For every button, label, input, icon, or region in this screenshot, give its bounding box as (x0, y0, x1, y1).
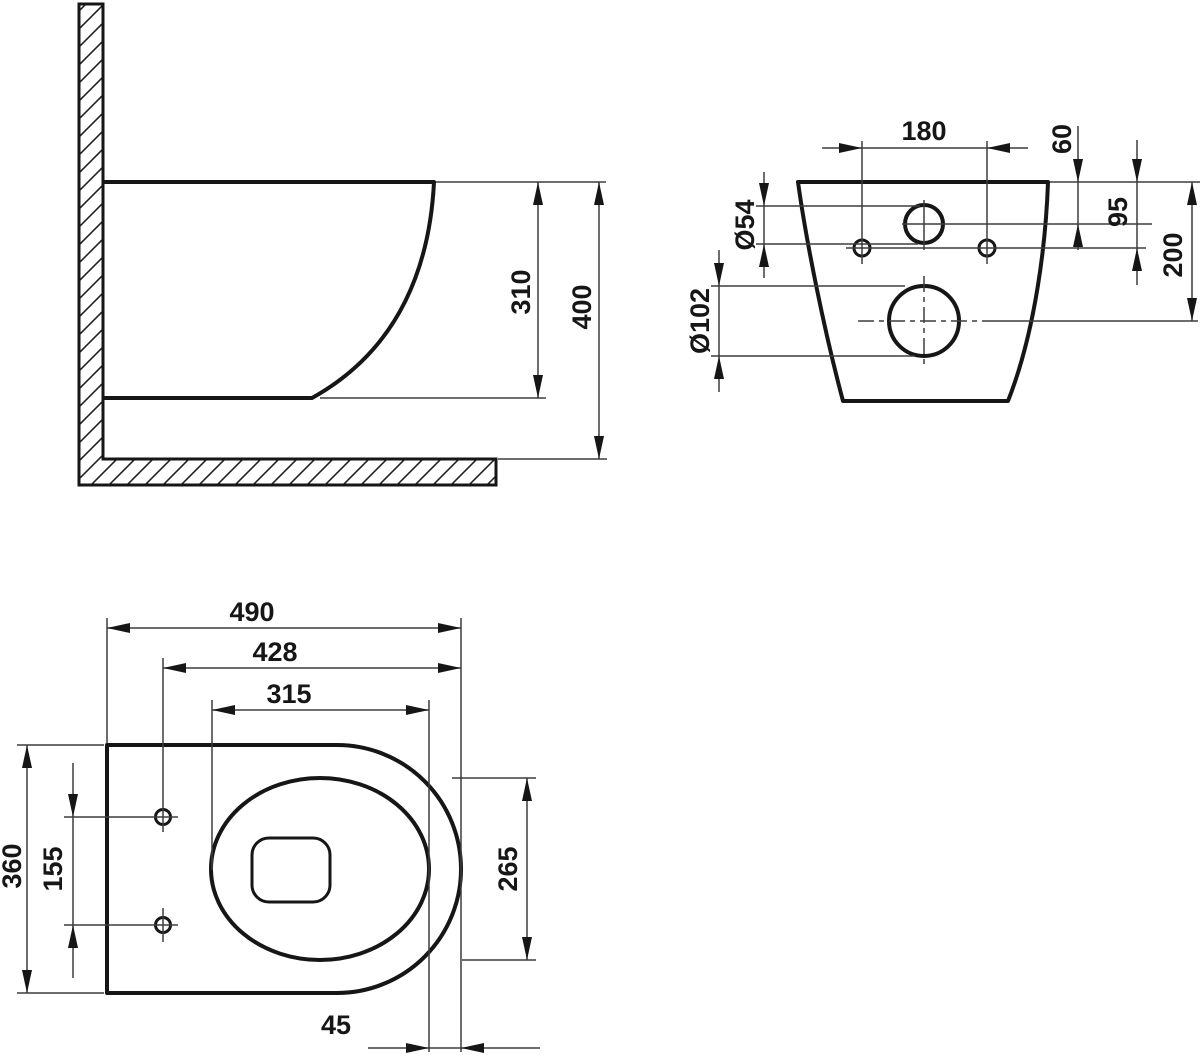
dim-arrow (759, 183, 769, 206)
dim-label-hole-spacing: 180 (901, 116, 946, 146)
dim-label-holes-to-front: 428 (252, 637, 297, 667)
dim-arrow (1132, 159, 1142, 182)
dim-label-outlet-diameter: Ø102 (685, 288, 715, 354)
dim-label-outlet-depth: 200 (1158, 232, 1188, 277)
dim-holes-to-front: 428 (163, 637, 461, 673)
dim-outlet-diameter: Ø102 (685, 250, 724, 392)
dim-arrow (714, 263, 724, 286)
dim-arrow (1187, 182, 1197, 205)
outlet-sump (250, 836, 332, 904)
dim-arrow (68, 925, 78, 948)
dim-arrow (438, 663, 461, 673)
dim-total-length: 490 (107, 597, 461, 633)
dim-arrow (461, 1043, 484, 1053)
side-view: 310 400 (77, 2, 607, 487)
dim-holes-depth: 95 (1103, 140, 1142, 285)
dim-label-total-width: 360 (0, 843, 27, 888)
dim-outlet-depth: 200 (1158, 182, 1197, 321)
dim-label-seat-hole-spacing: 155 (38, 846, 68, 891)
dim-arrow (22, 970, 32, 993)
dim-label-total-height: 400 (567, 284, 597, 329)
dim-arrow (406, 1043, 429, 1053)
dim-arrow (522, 778, 532, 801)
dim-arrow (406, 705, 429, 715)
dim-arrow (839, 143, 862, 153)
dim-label-inlet-depth: 60 (1047, 124, 1077, 154)
dim-arrow (1132, 248, 1142, 271)
dim-arrow (1073, 159, 1083, 182)
dim-arrow (759, 244, 769, 267)
dim-inlet-diameter: Ø54 (730, 172, 769, 278)
toilet-rear-body (796, 180, 1050, 403)
dim-label-bowl-to-front: 45 (321, 1010, 351, 1040)
dim-arrow (163, 663, 186, 673)
dim-hole-spacing: 180 (822, 116, 1028, 153)
dim-arrow (714, 356, 724, 379)
dim-bowl-width: 265 (493, 778, 532, 960)
dim-arrow (594, 182, 604, 205)
dim-label-bowl-width: 265 (493, 846, 523, 891)
top-view: 490 428 315 360 155 (0, 597, 540, 1053)
dim-arrow (22, 745, 32, 768)
dim-label-holes-depth: 95 (1103, 197, 1133, 227)
dim-arrow (987, 143, 1010, 153)
dim-label-total-length: 490 (229, 597, 274, 627)
wall-floor-section-hatch (77, 2, 498, 487)
dim-arrow (107, 623, 130, 633)
dim-bowl-length: 315 (212, 679, 429, 715)
dim-label-bowl-length: 315 (266, 679, 311, 709)
dim-arrow (212, 705, 235, 715)
dim-label-inlet-diameter: Ø54 (730, 199, 760, 250)
rear-view: 180 Ø54 Ø102 60 95 (685, 116, 1200, 403)
dim-arrow (1187, 298, 1197, 321)
dim-arrow (533, 182, 543, 205)
dim-label-bowl-height: 310 (506, 269, 536, 314)
dim-total-height: 400 (567, 182, 604, 459)
toilet-side-profile (104, 180, 436, 400)
dim-arrow (438, 623, 461, 633)
dim-seat-hole-spacing: 155 (38, 763, 78, 978)
dim-bowl-to-front: 45 (321, 1010, 540, 1053)
dim-bowl-height: 310 (506, 182, 543, 398)
dim-total-width: 360 (0, 745, 32, 993)
dim-arrow (522, 937, 532, 960)
dim-arrow (68, 794, 78, 817)
dim-arrow (594, 436, 604, 459)
dim-arrow (1073, 224, 1083, 247)
dim-inlet-depth: 60 (1047, 124, 1083, 250)
dim-arrow (533, 375, 543, 398)
